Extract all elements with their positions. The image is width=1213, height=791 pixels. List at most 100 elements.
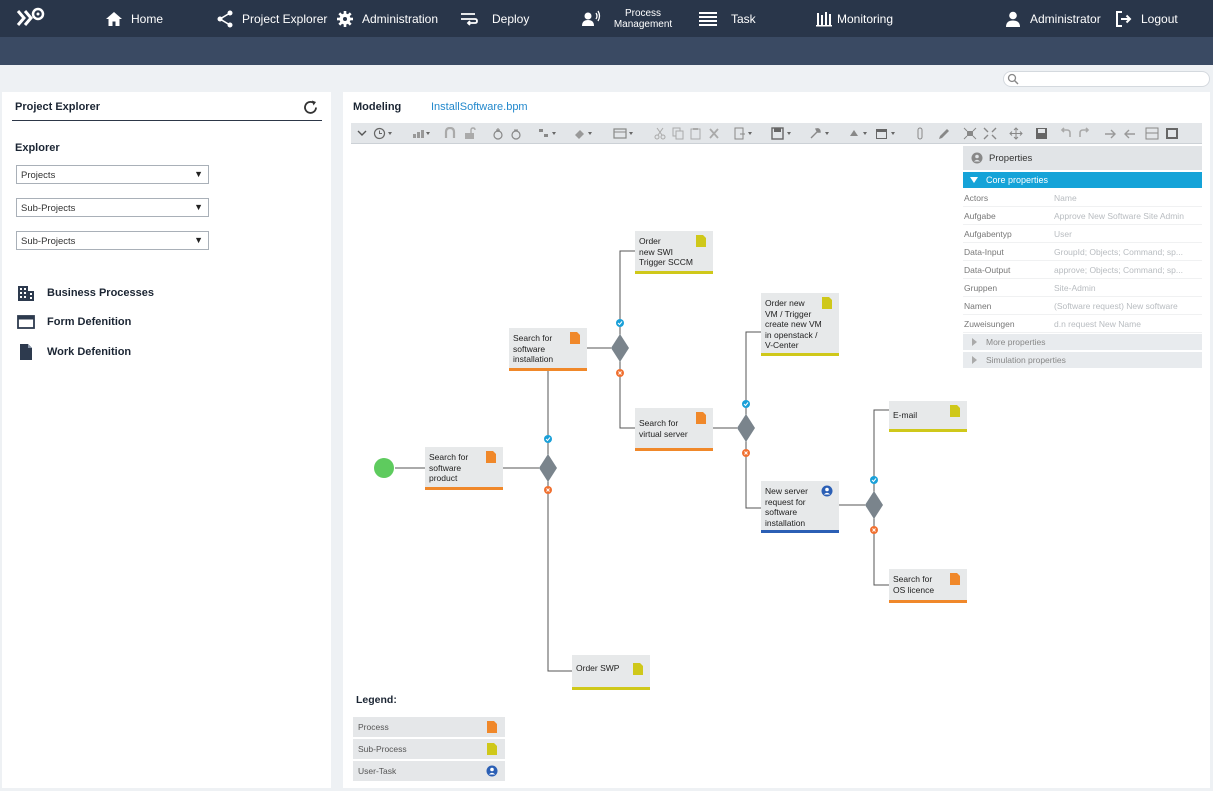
redo-icon[interactable] xyxy=(1077,127,1091,140)
gateway-2[interactable] xyxy=(611,334,629,362)
properties-header[interactable]: Properties xyxy=(963,146,1202,170)
nav-task[interactable]: Task xyxy=(698,0,756,37)
link-business-processes-label: Business Processes xyxy=(47,287,155,299)
simulation-properties-section[interactable]: Simulation properties xyxy=(963,352,1202,368)
logout-icon xyxy=(1114,9,1134,29)
tab-file[interactable]: InstallSoftware.bpm xyxy=(431,101,528,113)
prop-key: Data-Input xyxy=(964,247,1004,257)
save-icon[interactable] xyxy=(771,127,795,140)
task-new-server-request[interactable]: New server request for software installa… xyxy=(761,481,839,533)
undo-icon[interactable] xyxy=(1059,127,1073,140)
nav-home[interactable]: Home xyxy=(104,0,163,37)
app-logo[interactable] xyxy=(16,5,46,31)
subprojects-select-2[interactable]: Sub-Projects ▼ xyxy=(16,231,209,250)
start-event[interactable] xyxy=(374,458,394,478)
task-search-software-product[interactable]: Search for software product xyxy=(425,447,503,490)
table-icon[interactable] xyxy=(613,127,637,140)
fullscreen-icon[interactable] xyxy=(1165,127,1179,140)
list-icon xyxy=(698,9,718,29)
projects-select[interactable]: Projects ▼ xyxy=(16,165,209,184)
layout-icon[interactable] xyxy=(537,127,559,140)
prop-value: d.n request New Name xyxy=(1054,319,1141,329)
nav-administration[interactable]: Administration xyxy=(335,0,438,37)
subprojects-select-2-value: Sub-Projects xyxy=(21,236,76,247)
window-icon xyxy=(17,313,35,331)
link-work-definition[interactable]: Work Defenition xyxy=(17,343,131,361)
prop-row[interactable]: Namen(Software request) New software xyxy=(963,297,1202,315)
search-input[interactable] xyxy=(1003,71,1210,87)
task-label: Search for virtual server xyxy=(639,418,688,439)
remove-node-icon[interactable] xyxy=(509,127,523,140)
link-form-definition[interactable]: Form Defenition xyxy=(17,313,131,331)
calendar-icon[interactable] xyxy=(875,127,899,140)
paste-icon[interactable] xyxy=(689,127,703,140)
task-search-virtual-server[interactable]: Search for virtual server xyxy=(635,408,713,451)
usertask-bar xyxy=(761,530,839,533)
pencil-icon[interactable] xyxy=(937,127,951,140)
condition-markers xyxy=(544,319,878,534)
wrench-icon[interactable] xyxy=(809,127,833,140)
subprojects-select-1[interactable]: Sub-Projects ▼ xyxy=(16,198,209,217)
bpmn-canvas[interactable]: Search for software product Search for s… xyxy=(343,92,1210,788)
move-icon[interactable] xyxy=(1009,127,1023,140)
task-order-new-swi[interactable]: Order new SWI Trigger SCCM xyxy=(635,231,713,274)
panel-icon[interactable] xyxy=(1145,127,1159,140)
nav-deploy[interactable]: Deploy xyxy=(459,0,529,37)
process-bar xyxy=(509,368,587,371)
refresh-icon[interactable] xyxy=(302,99,319,116)
fit-icon[interactable] xyxy=(963,127,977,140)
nav-user[interactable]: Administrator xyxy=(1003,0,1101,37)
zoom-in-icon[interactable] xyxy=(1103,127,1117,140)
copy-icon[interactable] xyxy=(671,127,685,140)
prop-value: Name xyxy=(1054,193,1077,203)
tab-modeling[interactable]: Modeling xyxy=(353,101,402,113)
nav-monitoring[interactable]: Monitoring xyxy=(816,0,893,37)
gateway-1[interactable] xyxy=(539,454,557,482)
more-properties-section[interactable]: More properties xyxy=(963,334,1202,350)
user-task-icon xyxy=(821,485,833,497)
gateway-3[interactable] xyxy=(737,414,755,442)
add-node-icon[interactable] xyxy=(491,127,505,140)
core-properties-header[interactable]: Core properties xyxy=(963,172,1202,188)
share-icon xyxy=(215,9,235,29)
cut-icon[interactable] xyxy=(653,127,667,140)
clock-icon[interactable] xyxy=(373,127,395,140)
unlock-icon[interactable] xyxy=(463,127,477,140)
nav-project-explorer[interactable]: Project Explorer xyxy=(215,0,327,37)
subprocess-icon xyxy=(633,663,643,675)
nav-logout[interactable]: Logout xyxy=(1114,0,1178,37)
task-search-os-licence[interactable]: Search for OS licence xyxy=(889,569,967,603)
magnet-icon[interactable] xyxy=(443,127,457,140)
paint-icon[interactable] xyxy=(573,127,595,140)
save-as-icon[interactable] xyxy=(1035,127,1049,140)
gateway-4[interactable] xyxy=(865,491,883,519)
building-icon xyxy=(17,284,35,302)
shrink-icon[interactable] xyxy=(983,127,997,140)
link-business-processes[interactable]: Business Processes xyxy=(17,284,154,302)
subprocess-icon xyxy=(696,235,706,247)
more-properties-label: More properties xyxy=(986,337,1046,347)
subprocess-icon xyxy=(487,743,497,755)
task-order-swp[interactable]: Order SWP xyxy=(572,655,650,690)
pill-icon[interactable] xyxy=(913,127,927,140)
nav-task-label: Task xyxy=(731,11,756,26)
prop-key: Gruppen xyxy=(964,283,998,293)
bucket-icon[interactable] xyxy=(847,127,871,140)
export-icon[interactable] xyxy=(733,127,755,140)
delete-icon[interactable] xyxy=(707,127,721,140)
zoom-out-icon[interactable] xyxy=(1123,127,1137,140)
task-search-software-installation[interactable]: Search for software installation xyxy=(509,328,587,371)
collapse-icon[interactable] xyxy=(355,127,369,140)
task-email[interactable]: E-mail xyxy=(889,401,967,432)
align-icon[interactable] xyxy=(411,127,433,140)
panel-title: Project Explorer xyxy=(15,101,100,113)
task-order-new-vm[interactable]: Order new VM / Trigger create new VM in … xyxy=(761,293,839,356)
